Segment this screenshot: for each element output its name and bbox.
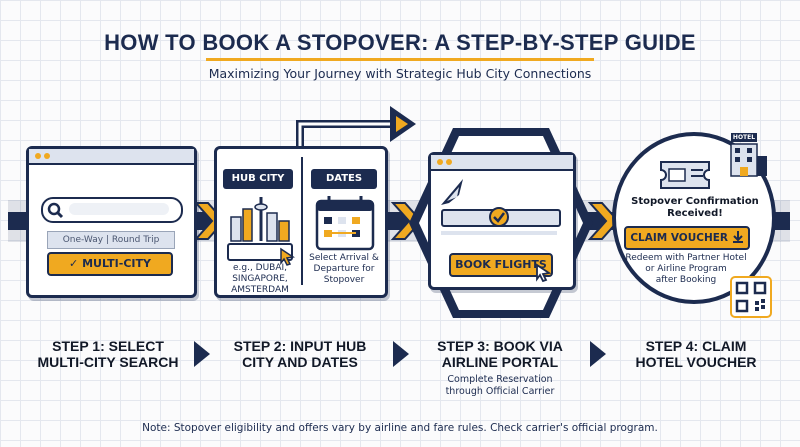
qr-code-icon[interactable]	[730, 276, 772, 318]
window-dot	[437, 159, 443, 165]
download-icon	[732, 231, 743, 243]
redeem-line: after Booking	[655, 275, 717, 285]
trip-type-options: One-Way | Round Trip	[47, 231, 175, 249]
multi-city-search-panel: One-Way | Round Trip ✓ MULTI-CITY	[26, 146, 197, 298]
multi-city-label: MULTI-CITY	[82, 257, 151, 270]
claim-voucher-button[interactable]: CLAIM VOUCHER	[624, 226, 750, 250]
content-line	[441, 231, 557, 235]
chevron-right-icon	[194, 341, 210, 367]
chevron-right-icon	[590, 341, 606, 367]
step-3-line1: STEP 3: BOOK VIA	[437, 338, 563, 354]
hub-city-input[interactable]	[227, 243, 293, 261]
browser-toolbar	[29, 149, 194, 165]
step-1-line1: STEP 1: SELECT	[52, 338, 164, 354]
cursor-icon	[280, 247, 295, 266]
dates-caption-line: Departure for	[313, 264, 375, 274]
dates-caption: Select Arrival & Departure for Stopover	[305, 253, 383, 286]
step-1-label: STEP 1: SELECT MULTI-CITY SEARCH	[28, 338, 188, 370]
hub-example-line: AMSTERDAM	[231, 285, 289, 295]
step-1-line2: MULTI-CITY SEARCH	[37, 354, 179, 370]
multi-city-button[interactable]: ✓ MULTI-CITY	[47, 252, 173, 276]
confirmation-line: Received!	[667, 208, 723, 219]
step-4-label: STEP 4: CLAIM HOTEL VOUCHER	[616, 338, 776, 370]
confirmation-line: Stopover Confirmation	[631, 196, 759, 207]
hub-examples: e.g., DUBAI, SINGAPORE, AMSTERDAM	[221, 263, 299, 296]
step-3-line2: AIRLINE PORTAL	[441, 354, 559, 370]
dates-label: DATES	[311, 169, 377, 189]
hotel-sign: HOTEL	[731, 133, 757, 142]
step-3-caption-line: through Official Carrier	[445, 386, 555, 397]
hub-city-label: HUB CITY	[223, 169, 293, 189]
ticket-icon	[660, 161, 710, 189]
step-2-line1: STEP 2: INPUT HUB	[233, 338, 367, 354]
title-underline	[206, 58, 594, 61]
airline-logo-icon	[441, 179, 463, 205]
chevron-right-icon	[393, 341, 409, 367]
cursor-icon	[536, 263, 552, 283]
round-trip-option[interactable]: Round Trip	[111, 235, 160, 245]
redeem-text: Redeem with Partner Hotel or Airline Pro…	[622, 253, 750, 286]
dates-caption-line: Select Arrival &	[309, 253, 379, 263]
step-3-caption-line: Complete Reservation	[447, 374, 553, 385]
redeem-line: Redeem with Partner Hotel	[625, 253, 747, 263]
footer-note: Note: Stopover eligibility and offers va…	[142, 422, 658, 434]
claim-voucher-label: CLAIM VOUCHER	[630, 232, 729, 244]
hotel-building-icon: HOTEL	[727, 133, 769, 177]
search-input[interactable]	[41, 197, 183, 223]
hub-city-dates-panel: HUB CITY DATES e.g., DUBAI, SINGAPORE, A…	[214, 146, 388, 298]
airline-portal-window: BOOK FLIGHTS	[428, 152, 576, 290]
option-divider: |	[105, 235, 109, 245]
page-subtitle: Maximizing Your Journey with Strategic H…	[208, 66, 592, 81]
page-title: HOW TO BOOK A STOPOVER: A STEP-BY-STEP G…	[104, 30, 696, 55]
step-2-line2: CITY AND DATES	[242, 354, 358, 370]
step-2-label: STEP 2: INPUT HUB CITY AND DATES	[222, 338, 378, 370]
search-field-text	[69, 203, 169, 215]
checkmark-icon	[489, 207, 509, 227]
book-flights-button[interactable]: BOOK FLIGHTS	[449, 253, 553, 277]
hub-example-line: e.g., DUBAI,	[232, 263, 288, 273]
hub-example-line: SINGAPORE,	[232, 274, 288, 284]
search-icon	[47, 202, 64, 219]
browser-toolbar	[431, 155, 573, 171]
dates-caption-line: Stopover	[323, 275, 365, 285]
window-dot	[44, 153, 50, 159]
step-4-line1: STEP 4: CLAIM	[645, 338, 747, 354]
redeem-line: or Airline Program	[645, 264, 727, 274]
checkmark-icon: ✓	[69, 257, 79, 270]
calendar-icon	[315, 196, 375, 251]
step-3-label: STEP 3: BOOK VIA AIRLINE PORTAL Complete…	[420, 338, 580, 398]
one-way-option[interactable]: One-Way	[62, 235, 104, 245]
step-4-line2: HOTEL VOUCHER	[635, 354, 757, 370]
city-skyline-icon	[230, 197, 290, 242]
confirmation-text: Stopover Confirmation Received!	[622, 196, 768, 220]
window-dot	[35, 153, 41, 159]
panel-divider	[301, 157, 303, 285]
window-dot	[446, 159, 452, 165]
